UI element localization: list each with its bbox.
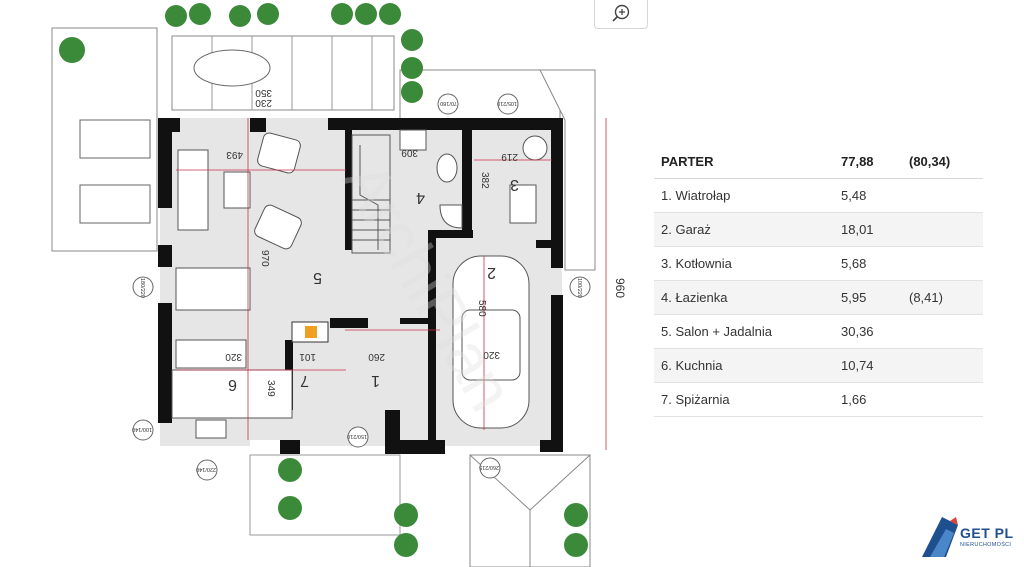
- dimension-label: 219: [501, 151, 518, 162]
- dimension-label: 320: [483, 349, 500, 360]
- window-label: 220/140: [196, 466, 216, 472]
- header-area: 77,88: [834, 145, 902, 179]
- dining-table: [175, 267, 251, 311]
- window-labels: 180/220 100/220 100/140 150/210 220/140 …: [132, 93, 591, 481]
- dimension-labels: 493 970 320 260 101 349 309 219 382 580 …: [225, 87, 627, 397]
- dimension-label: 382: [479, 172, 490, 189]
- floor-plan-drawing: 1 2 3 4 5 6 7 493 970 320 260 101 349 30…: [51, 3, 627, 567]
- table-row: 3. Kotłownia 5,68: [654, 246, 983, 281]
- room-number: 1: [371, 372, 380, 389]
- window-label: 150/210: [347, 433, 367, 439]
- logo-subtitle: NIERUCHOMOŚCI: [960, 542, 1012, 548]
- room-area: 18,01: [834, 212, 902, 247]
- window-label: 100/220: [576, 278, 582, 298]
- sofa: [177, 149, 209, 231]
- car: [452, 255, 530, 429]
- dimension-label: 230: [255, 97, 272, 108]
- room-extra: [902, 178, 983, 213]
- house-logo-icon: [922, 517, 958, 557]
- room-number: 5: [313, 269, 322, 286]
- window-label: 105/210: [497, 100, 517, 106]
- room-number: 2: [487, 264, 496, 281]
- room-number: 7: [300, 372, 309, 389]
- dimension-lines: [176, 118, 607, 450]
- room-area: 5,95: [834, 280, 902, 315]
- kitchen-counter: [171, 369, 293, 419]
- room-name: 7. Spiżarnia: [654, 382, 834, 417]
- dimension-label: 349: [265, 380, 276, 397]
- magnifier-plus-icon: [612, 4, 630, 22]
- room-name: 2. Garaż: [654, 212, 834, 247]
- dimension-label: 580: [476, 300, 487, 317]
- table-header-row: PARTER 77,88 (80,34): [654, 145, 983, 179]
- staircase: [351, 134, 391, 254]
- terrace-table: [193, 49, 271, 87]
- room-extra: [902, 382, 983, 417]
- room-name: 4. Łazienka: [654, 280, 834, 315]
- room-area: 1,66: [834, 382, 902, 417]
- room-number: 6: [228, 376, 237, 393]
- dimension-label: 960: [613, 278, 627, 298]
- zoom-button[interactable]: [594, 0, 648, 29]
- table-row: 7. Spiżarnia 1,66: [654, 382, 983, 417]
- room-extra: [902, 348, 983, 383]
- table-row: 6. Kuchnia 10,74: [654, 348, 983, 383]
- room-area: 30,36: [834, 314, 902, 349]
- room-number: 4: [416, 189, 425, 206]
- room-name: 3. Kotłownia: [654, 246, 834, 281]
- getpl-logo[interactable]: GET PL NIERUCHOMOŚCI: [920, 515, 1016, 559]
- window-label: 70/180: [440, 100, 457, 106]
- logo-name: GET PL: [960, 525, 1014, 541]
- sun-lounger: [79, 184, 151, 224]
- room-extra: (8,41): [902, 280, 983, 315]
- room-extra: [902, 246, 983, 281]
- room-number-labels: 1 2 3 4 5 6 7: [228, 176, 519, 393]
- header-extra: (80,34): [902, 145, 983, 179]
- sun-lounger: [79, 119, 151, 159]
- room-extra: [902, 212, 983, 247]
- side-terrace: [399, 69, 561, 123]
- room-number: 3: [510, 176, 519, 193]
- dimension-label: 970: [259, 250, 270, 267]
- table-row: 4. Łazienka 5,95 (8,41): [654, 280, 983, 315]
- room-area-table: PARTER 77,88 (80,34) 1. Wiatrołap 5,48 2…: [654, 145, 983, 417]
- dimension-label: 101: [299, 351, 316, 362]
- window-label: 180/220: [139, 278, 145, 298]
- room-extra: [902, 314, 983, 349]
- room-name: 5. Salon + Jadalnia: [654, 314, 834, 349]
- dimension-label: 493: [226, 149, 243, 160]
- room-area: 5,48: [834, 178, 902, 213]
- dimension-label: 350: [255, 87, 272, 98]
- room-area: 5,68: [834, 246, 902, 281]
- room-name: 1. Wiatrołap: [654, 178, 834, 213]
- dimension-label: 309: [401, 147, 418, 158]
- dimension-label: 320: [225, 351, 242, 362]
- window-label: 100/140: [132, 426, 152, 432]
- floor-plan[interactable]: 1 2 3 4 5 6 7 493 970 320 260 101 349 30…: [0, 0, 640, 567]
- front-entrance: [249, 454, 401, 536]
- window-label: 260/215: [479, 464, 499, 470]
- room-name: 6. Kuchnia: [654, 348, 834, 383]
- plants: [59, 3, 588, 557]
- header-name: PARTER: [654, 145, 834, 179]
- room-area: 10,74: [834, 348, 902, 383]
- dimension-label: 260: [368, 351, 385, 362]
- table-row: 5. Salon + Jadalnia 30,36: [654, 314, 983, 349]
- table-row: 1. Wiatrołap 5,48: [654, 178, 983, 213]
- table-row: 2. Garaż 18,01: [654, 212, 983, 247]
